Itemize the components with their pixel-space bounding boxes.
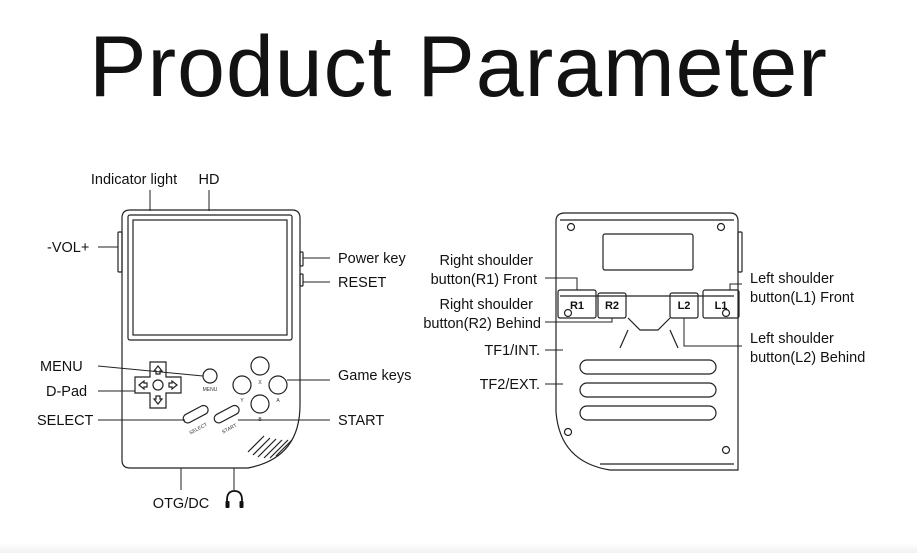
r1-label-line-1: Right shoulder (439, 253, 533, 269)
x-key (250, 356, 270, 376)
r2-label-line-2: button(R2) Behind (423, 316, 541, 332)
power-key-label: Power key (338, 251, 406, 267)
back-slot-1 (579, 359, 717, 375)
r1-label: Right shoulder button(R1) Front (431, 253, 537, 288)
back-label-window (602, 233, 694, 271)
l2-label-line-2: button(L2) Behind (750, 350, 865, 366)
hd-label: HD (199, 172, 220, 188)
r2-label: Right shoulder button(R2) Behind (423, 297, 541, 332)
back-side-strip (737, 231, 743, 273)
dpad-label: D-Pad (46, 384, 87, 400)
l2-label: Left shoulder button(L2) Behind (750, 331, 865, 366)
game-keys-label: Game keys (338, 368, 411, 384)
reset-label: RESET (338, 275, 386, 291)
indicator-light-label: Indicator light (91, 172, 177, 188)
y-key (232, 375, 252, 395)
screw-top-left (566, 222, 576, 232)
b-key (250, 394, 270, 414)
r2-key-text: R2 (605, 300, 619, 312)
start-button-print: START (221, 423, 238, 436)
back-center-notch (627, 317, 671, 331)
select-button (182, 404, 209, 424)
start-label: START (338, 413, 384, 429)
back-slot-2 (579, 382, 717, 398)
start-button (213, 404, 240, 424)
bottom-fade (0, 543, 917, 553)
l1-label: Left shoulder button(L1) Front (750, 271, 854, 306)
l1-key (702, 289, 740, 319)
l1-label-line-2: button(L1) Front (750, 290, 854, 306)
front-leader-lines (97, 190, 330, 490)
front-body-outline (121, 209, 301, 469)
r1-key-text: R1 (570, 300, 584, 312)
volume-rocker (117, 231, 123, 273)
l2-key-text: L2 (678, 300, 691, 312)
headphone-icon (225, 490, 244, 508)
l2-label-line-1: Left shoulder (750, 331, 834, 347)
a-key-print: A (276, 398, 280, 404)
menu-button-print: MENU (203, 387, 218, 393)
a-key (268, 375, 288, 395)
screw-top-right (716, 222, 726, 232)
select-button-print: SELECT (189, 422, 209, 436)
volume-label: -VOL+ (47, 240, 89, 256)
r2-label-line-1: Right shoulder (439, 297, 533, 313)
screw-mid-left (563, 308, 573, 318)
front-view: MENU X Y A B SELECT START (37, 172, 411, 512)
screen-bezel (127, 214, 293, 341)
l1-label-line-1: Left shoulder (750, 271, 834, 287)
notch-side-left (619, 329, 629, 349)
screen (132, 219, 288, 336)
reset-button-side (299, 273, 304, 287)
back-slot-3 (579, 405, 717, 421)
screw-low-left (563, 427, 573, 437)
menu-button (202, 368, 218, 384)
notch-side-right (669, 329, 679, 349)
dpad (134, 361, 182, 409)
page-title: Product Parameter (89, 19, 828, 115)
y-key-print: Y (240, 398, 244, 404)
back-body-outline (555, 212, 739, 471)
screw-mid-right (721, 308, 731, 318)
menu-label: MENU (40, 359, 83, 375)
back-view: R1 R2 L2 L1 R (423, 212, 865, 471)
power-button-side (299, 251, 304, 267)
otg-dc-label: OTG/DC (153, 496, 209, 512)
tf1-label: TF1/INT. (484, 343, 540, 359)
speaker-grille (247, 435, 293, 459)
screw-low-right (721, 445, 731, 455)
tf2-label: TF2/EXT. (480, 377, 540, 393)
l1-key-text: L1 (715, 300, 728, 312)
back-leader-lines (545, 277, 742, 385)
dpad-center (152, 379, 164, 391)
select-label: SELECT (37, 413, 94, 429)
r1-label-line-2: button(R1) Front (431, 272, 537, 288)
x-key-print: X (258, 380, 262, 386)
